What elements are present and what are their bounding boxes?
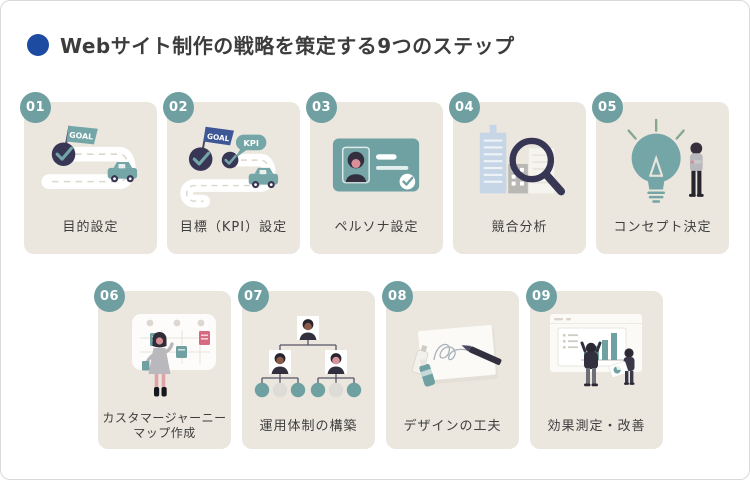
step-card-04: 04 [449, 92, 586, 254]
step-number-badge: 01 [20, 92, 51, 123]
step-number-badge: 04 [449, 92, 480, 123]
step-label: デザインの工夫 [403, 419, 502, 435]
step-card-05: 05 [592, 92, 729, 254]
goal-kpi-road-icon: GOAL KPI [167, 114, 300, 214]
title-bullet-icon [27, 33, 49, 56]
step-number-badge: 03 [306, 92, 337, 123]
org-chart-illustration [254, 316, 361, 398]
steps-row-1: 01 GOAL 目的設定 [20, 92, 729, 254]
step-label: 目的設定 [62, 220, 119, 236]
persona-id-card-illustration [332, 138, 419, 192]
steps-row-2: 06 [94, 281, 663, 449]
lightbulb-person-illustration [627, 118, 704, 203]
step-card-06: 06 [94, 281, 231, 449]
step-label: コンセプト決定 [613, 220, 712, 236]
step-card-07: 07 [238, 281, 375, 449]
step-number-badge: 09 [526, 281, 557, 312]
step-number-badge: 02 [163, 92, 194, 123]
canvas-pen-paint-illustration [411, 324, 501, 387]
buildings-magnifier-icon [453, 114, 586, 214]
page-title: Webサイト制作の戦略を策定する9つのステップ [60, 34, 515, 58]
goal-flag-text: GOAL [68, 130, 93, 141]
goal-road-illustration: GOAL [41, 125, 137, 189]
step-card-08: 08 [382, 281, 519, 449]
step-card-03: 03 ペルソナ設定 [306, 92, 443, 254]
org-chart-icon [242, 301, 375, 413]
goal-flag-text: GOAL [206, 132, 230, 144]
step-number-badge: 07 [238, 281, 269, 312]
step-number-badge: 05 [592, 92, 623, 123]
step-label-line-1: カスタマージャーニー [102, 410, 227, 425]
lightbulb-person-icon [596, 114, 729, 214]
persona-id-card-icon [310, 114, 443, 214]
goal-kpi-road-illustration: GOAL KPI [179, 126, 278, 208]
step-label: 競合分析 [491, 220, 548, 236]
step-number-badge: 08 [382, 281, 413, 312]
step-label: 効果測定・改善 [547, 419, 646, 435]
journey-map-board-illustration [131, 314, 216, 397]
step-label: ペルソナ設定 [334, 220, 419, 236]
step-label: 目標（KPI）設定 [179, 220, 288, 236]
canvas-pen-paint-icon [386, 301, 519, 413]
step-label-line-2: マップ作成 [133, 426, 196, 441]
step-label: 運用体制の構築 [259, 419, 358, 435]
step-card-01: 01 GOAL 目的設定 [20, 92, 157, 254]
journey-map-board-icon [98, 301, 231, 413]
bar-chart-people-icon [530, 301, 663, 413]
step-card-09: 09 [526, 281, 663, 449]
kpi-bubble-text: KPI [243, 138, 259, 148]
bar-chart-people-illustration [549, 314, 642, 387]
step-number-badge: 06 [94, 281, 125, 312]
page-header: Webサイト制作の戦略を策定する9つのステップ [27, 30, 515, 59]
goal-road-icon: GOAL [24, 114, 157, 214]
step-card-02: 02 GOAL KPI [163, 92, 300, 254]
step-label: カスタマージャーニー マップ作成 [98, 411, 231, 442]
buildings-magnifier-illustration [479, 124, 565, 196]
